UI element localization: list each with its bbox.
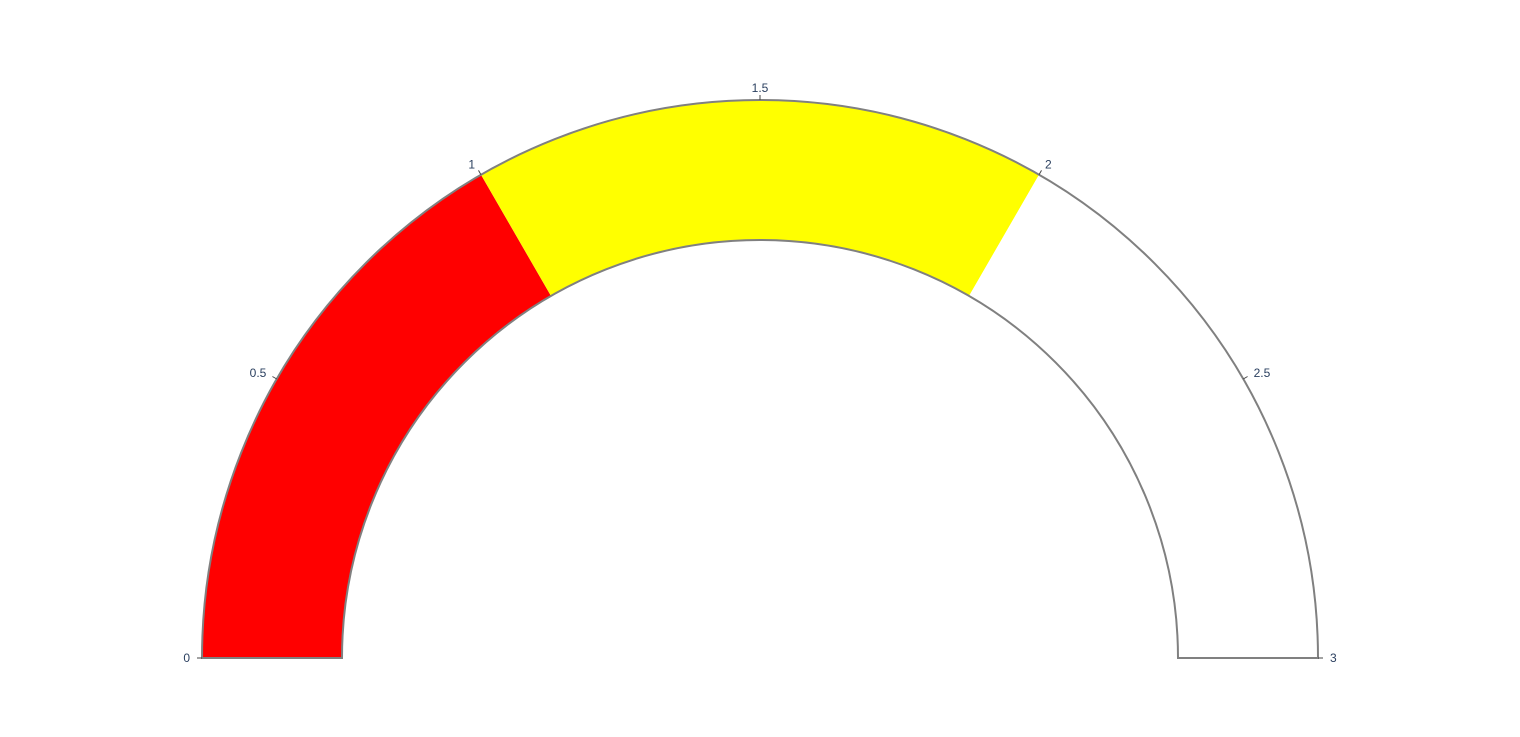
gauge-outline <box>200 99 1320 659</box>
gauge-step-1 <box>481 100 1039 297</box>
gauge-tick-label: 1 <box>468 157 475 171</box>
gauge-tick-label: 2 <box>1045 157 1052 171</box>
gauge-tick <box>272 376 278 380</box>
gauge-tick-label: 2.5 <box>1254 366 1271 380</box>
gauge-tick-label: 0.5 <box>250 366 267 380</box>
gauge-tick-label: 0 <box>183 651 190 665</box>
gauge-tick <box>1242 376 1248 380</box>
gauge-tick <box>478 170 482 176</box>
gauge-border <box>200 99 1320 659</box>
gauge-step-2 <box>969 174 1318 659</box>
gauge-ticks <box>197 95 1323 659</box>
gauge-tick-label: 3 <box>1330 651 1337 665</box>
gauge-tick <box>1038 170 1042 176</box>
gauge-step-0 <box>202 174 551 659</box>
gauge-tick-label: 1.5 <box>752 81 769 95</box>
gauge-steps <box>202 100 1318 659</box>
gauge-tick-labels: 0 0.5 1 1.5 2 2.5 3 <box>183 81 1337 665</box>
